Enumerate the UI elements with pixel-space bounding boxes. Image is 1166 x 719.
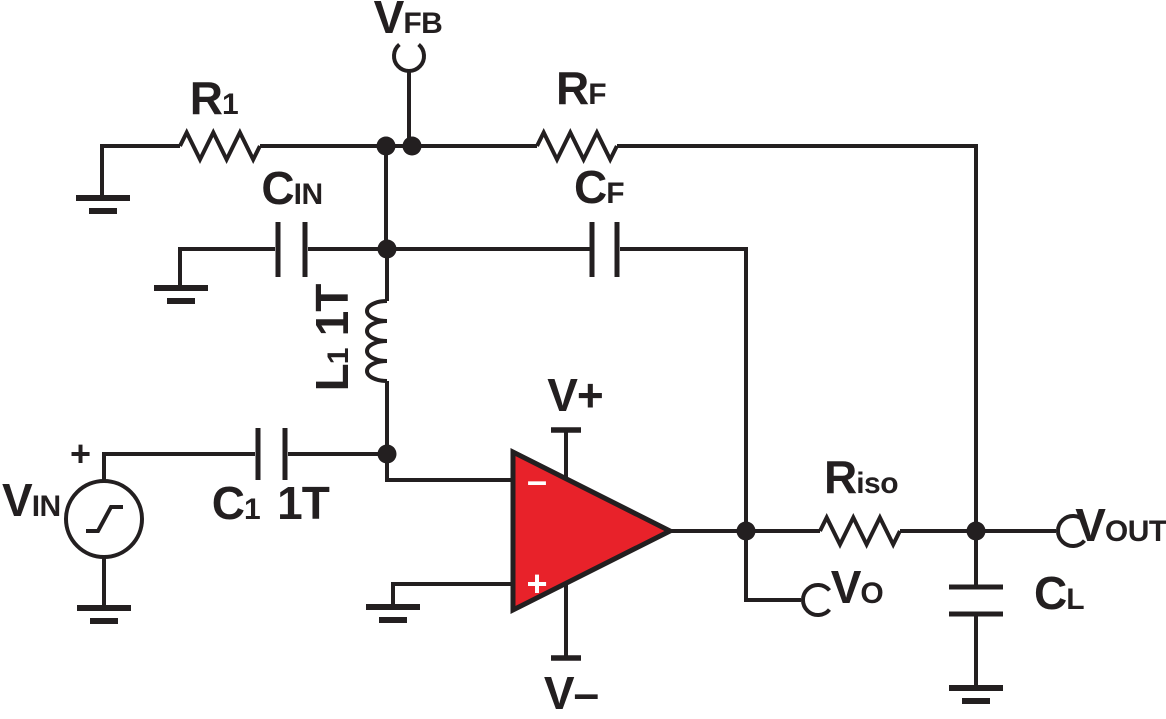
- label-vplus: V+: [547, 369, 604, 421]
- label-vo-main: V: [830, 561, 862, 613]
- label-vminus-text: V–: [543, 667, 599, 719]
- junction-dots: [376, 136, 986, 541]
- junction-dot: [377, 444, 397, 464]
- label-r1: R1: [189, 72, 239, 124]
- label-l1-value: 1T: [306, 284, 358, 337]
- ground-vin: [77, 605, 131, 624]
- label-vin-polarity: +: [69, 433, 91, 474]
- label-cl-main: C: [1033, 567, 1067, 619]
- wire-rf-to-output-node: [617, 144, 978, 531]
- label-l1-sub: 1: [322, 348, 355, 365]
- vo-probe-icon: [801, 583, 832, 617]
- resistor-r1: [178, 127, 262, 165]
- junction-dot: [377, 239, 397, 259]
- opamp-inverting-mark: –: [527, 460, 547, 501]
- label-c1-value: 1T: [277, 477, 330, 529]
- junction-dot: [966, 521, 986, 541]
- label-cin-sub: IN: [293, 178, 324, 211]
- resistor-riso: [818, 512, 902, 550]
- label-c1-main: C: [211, 477, 245, 529]
- capacitor-cin: [275, 222, 308, 277]
- label-cf: CF: [573, 161, 625, 213]
- label-riso-main: R: [823, 451, 857, 503]
- label-cin-main: C: [261, 162, 294, 214]
- label-r1-main: R: [189, 72, 223, 124]
- label-cin: CIN: [261, 162, 324, 214]
- label-c1: C1: [211, 477, 261, 529]
- label-vout-main: V: [1075, 499, 1106, 551]
- vin-step-waveform-icon: [86, 505, 123, 533]
- junction-dot: [402, 136, 422, 156]
- label-vin: VIN: [2, 477, 61, 523]
- label-vfb-sub: FB: [403, 7, 443, 40]
- vfb-probe-icon: [392, 42, 426, 73]
- label-rf-sub: F: [588, 78, 607, 111]
- label-cl-sub: L: [1066, 583, 1085, 616]
- vout-probe-icon: [1056, 514, 1087, 548]
- capacitor-c1: [255, 428, 288, 480]
- opamp: – +: [510, 427, 676, 661]
- label-riso-sub: iso: [856, 467, 899, 500]
- label-l1-main: L: [306, 364, 358, 392]
- label-riso: Riso: [823, 451, 899, 503]
- vin-source-circle: [64, 479, 144, 559]
- label-cl: CL: [1033, 567, 1085, 619]
- ground-cin: [154, 285, 208, 304]
- wire-cf-to-vo-probe: [620, 247, 801, 602]
- label-vin-sub: IN: [31, 490, 62, 523]
- wire-noninverting-input: [391, 582, 513, 607]
- label-rf-main: R: [555, 62, 589, 114]
- ground-r1: [76, 195, 130, 214]
- label-vplus-text: V+: [547, 369, 604, 421]
- capacitor-cf: [589, 222, 620, 277]
- label-cf-sub: F: [606, 177, 625, 210]
- label-vout-sub: OUT: [1104, 515, 1166, 548]
- label-l1: L1 1T: [306, 284, 358, 392]
- label-l1-spacer: [306, 336, 358, 348]
- wire-inverting-input: [385, 454, 513, 482]
- junction-dot: [376, 136, 396, 156]
- ground-cl: [949, 685, 1003, 704]
- label-rf: RF: [555, 62, 607, 114]
- capacitor-cl: [949, 584, 1003, 617]
- wire-r1-left-lead: [100, 144, 180, 198]
- label-vo: VO: [831, 564, 884, 610]
- ground-noninverting: [366, 604, 420, 623]
- label-r1-sub: 1: [222, 88, 239, 121]
- label-vo-sub: O: [860, 577, 884, 610]
- label-vout: VOUT: [1075, 502, 1166, 548]
- label-vin-main: V: [2, 474, 33, 526]
- label-cf-main: C: [573, 161, 607, 213]
- label-vfb-main: V: [373, 0, 405, 43]
- label-c1-value-text: 1T: [277, 477, 330, 529]
- wire-cin-left-lead: [178, 247, 275, 288]
- opamp-noninverting-mark: +: [526, 563, 547, 604]
- label-vin-polarity-text: +: [69, 433, 91, 474]
- wire-c1-left-lead: [102, 452, 255, 481]
- label-vminus: V–: [543, 667, 599, 719]
- junction-dot: [736, 521, 756, 541]
- vin-source: [64, 479, 144, 559]
- inductor-l1: [365, 299, 388, 383]
- opamp-triangle: [510, 447, 676, 615]
- resistor-rf: [535, 127, 619, 165]
- label-c1-sub: 1: [244, 493, 261, 526]
- label-vfb: VFB: [374, 0, 443, 40]
